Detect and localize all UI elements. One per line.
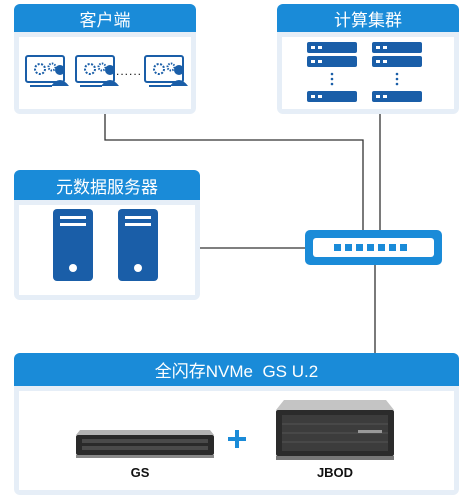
metadata-inner	[19, 205, 195, 295]
server-rack-icon-2	[372, 42, 422, 53]
storage-array-icon	[76, 430, 214, 458]
plus-sign	[228, 430, 246, 448]
workstation-icon-2	[75, 55, 115, 87]
user-icon-3	[170, 65, 188, 86]
server-rack-icon-5	[307, 91, 357, 102]
gs-label: GS	[130, 465, 150, 480]
cluster-title: 计算集群	[277, 4, 459, 32]
user-icon-2	[101, 65, 119, 86]
server-rack-icon-3	[307, 56, 357, 67]
metadata-title: 元数据服务器	[14, 170, 200, 200]
server-tower-icon-1	[53, 209, 93, 281]
client-ellipsis: ......	[116, 64, 143, 78]
server-rack-icon-4	[372, 56, 422, 67]
vertical-ellipsis	[330, 72, 399, 86]
client-panel: 客户端	[14, 4, 196, 114]
storage-title: 全闪存NVMe GS U.2	[14, 353, 459, 386]
user-icon-1	[51, 65, 69, 86]
server-rack-icon-1	[307, 42, 357, 53]
server-tower-icon-2	[118, 209, 158, 281]
client-title: 客户端	[14, 4, 196, 32]
server-rack-icon-6	[372, 91, 422, 102]
jbod-label: JBOD	[316, 465, 354, 480]
jbod-enclosure-icon	[276, 400, 394, 460]
metadata-panel: 元数据服务器	[14, 170, 200, 300]
